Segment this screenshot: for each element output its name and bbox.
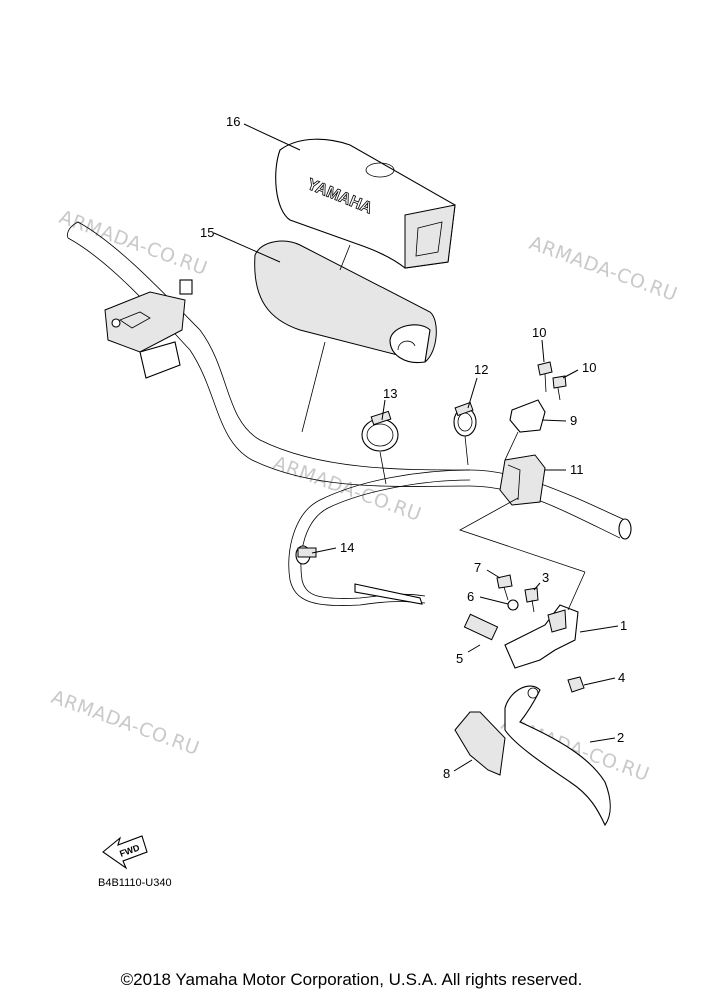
fwd-arrow-icon: FWD: [102, 835, 148, 870]
callout-number: 4: [618, 670, 625, 685]
handlebar-pad-cover: YAMAHA: [275, 138, 456, 269]
callout-number: 10: [582, 360, 596, 375]
callout-number: 15: [200, 225, 214, 240]
cable-clip: [295, 545, 317, 565]
callout-number: 5: [456, 651, 463, 666]
callout-number: 2: [617, 730, 624, 745]
callout-number: 7: [474, 560, 481, 575]
callout-number: 1: [620, 618, 627, 633]
callout-number: 3: [542, 570, 549, 585]
watermark: ARMADA-CO.RU: [48, 686, 202, 760]
cable-holder: [499, 454, 546, 506]
callout-leaders: [213, 123, 619, 772]
cable: [288, 469, 471, 606]
callout-number: 14: [340, 540, 354, 555]
handlebar-pad: [254, 240, 437, 364]
lever-cover: [454, 711, 506, 776]
callout-number: 16: [226, 114, 240, 129]
callout-number: 12: [474, 362, 488, 377]
clutch-lever: [504, 685, 611, 827]
watermark: ARMADA-CO.RU: [56, 206, 210, 280]
cable-band: [361, 410, 399, 452]
assembly-guides: [301, 244, 586, 611]
lever-holder-assembly: [463, 574, 585, 693]
callout-number: 11: [570, 462, 584, 477]
callout-number: 13: [383, 386, 397, 401]
diagram-code: B4B1110-U340: [98, 877, 172, 889]
callout-number: 10: [532, 325, 546, 340]
callout-number: 8: [443, 766, 450, 781]
left-switch-assembly: [104, 279, 193, 379]
callout-number: 6: [467, 589, 474, 604]
callouts: 1 2 3 4 5 6 7 8 9 10 10 11 12 13 14 15 1…: [200, 114, 627, 781]
cable-clamp: [453, 401, 477, 437]
screws-and-bracket: [509, 361, 567, 433]
callout-number: 9: [570, 413, 577, 428]
watermark: ARMADA-CO.RU: [526, 232, 680, 306]
copyright-notice: ©2018 Yamaha Motor Corporation, U.S.A. A…: [120, 970, 583, 989]
